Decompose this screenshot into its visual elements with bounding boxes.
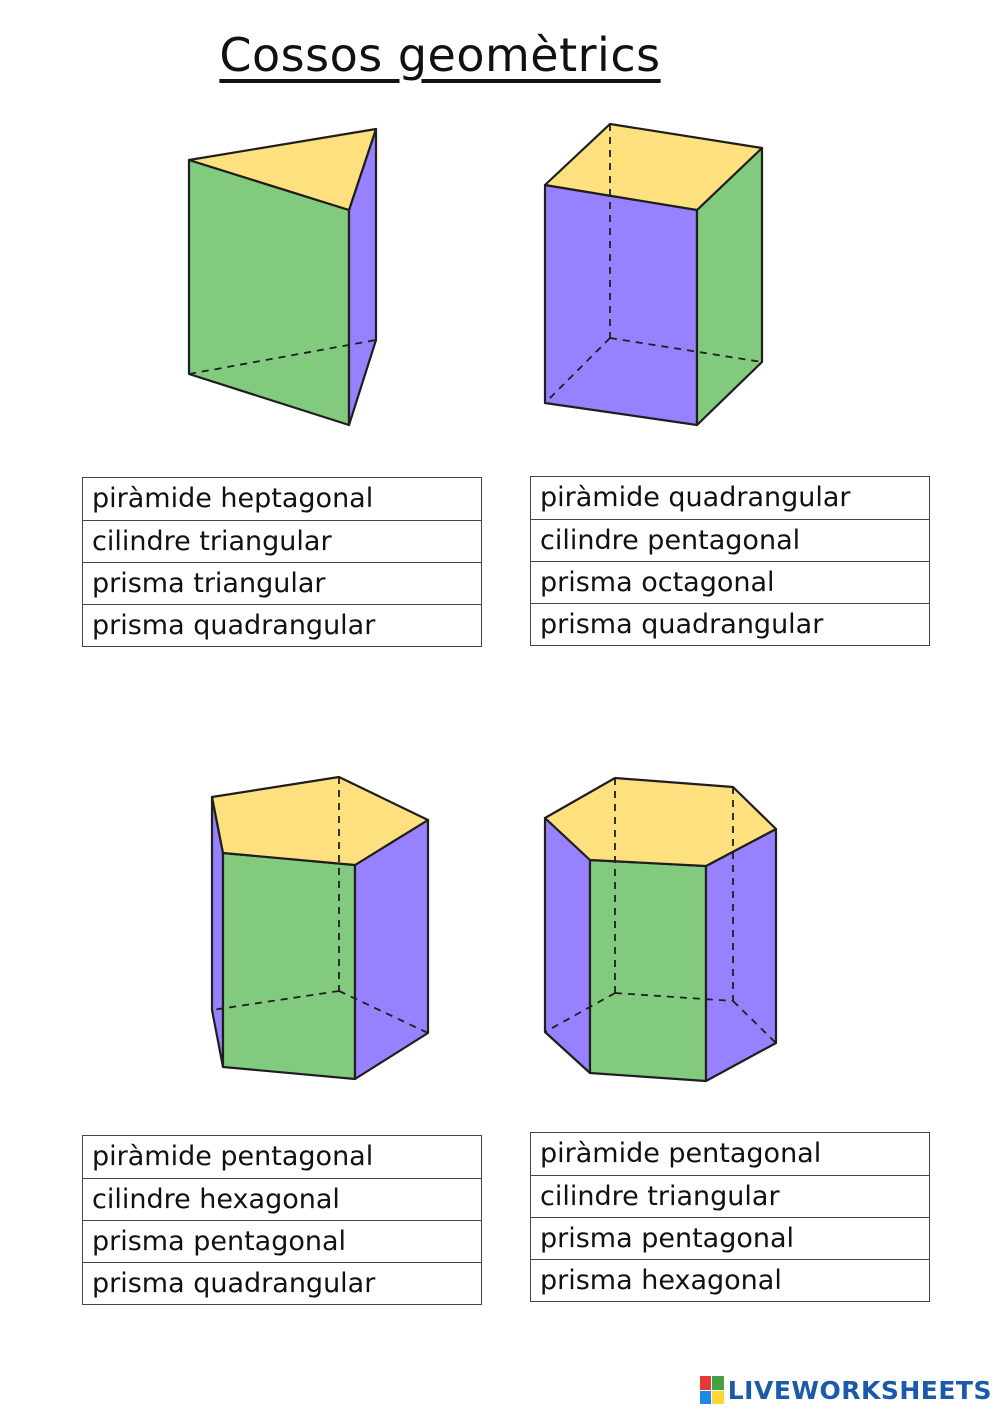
- option-4-2[interactable]: cilindre triangular: [531, 1175, 929, 1217]
- option-4-4[interactable]: prisma hexagonal: [531, 1259, 929, 1301]
- triangular-prism-top-face: [187, 127, 378, 212]
- option-3-1[interactable]: piràmide pentagonal: [92, 1141, 374, 1172]
- brand-name: LIVEWORKSHEETS: [727, 1375, 992, 1405]
- option-2-2[interactable]: cilindre pentagonal: [531, 519, 929, 561]
- option-4-1[interactable]: piràmide pentagonal: [540, 1138, 822, 1169]
- option-1-3[interactable]: prisma triangular: [83, 562, 481, 604]
- option-3-4[interactable]: prisma quadrangular: [83, 1262, 481, 1304]
- option-2-3[interactable]: prisma octagonal: [531, 561, 929, 603]
- hexagonal-prism-right-face: [704, 827, 778, 1083]
- hexagonal-prism-left-face: [543, 816, 592, 1075]
- option-2-4[interactable]: prisma quadrangular: [531, 603, 929, 645]
- option-1-2[interactable]: cilindre triangular: [83, 520, 481, 562]
- options-table-3: piràmide pentagonal cilindre hexagonal p…: [82, 1135, 482, 1305]
- hexagonal-prism-front-face: [588, 858, 708, 1083]
- option-3-2[interactable]: cilindre hexagonal: [83, 1178, 481, 1220]
- quadrangular-prism-top-face: [543, 122, 764, 212]
- brand-footer: LIVEWORKSHEETS: [699, 1375, 992, 1405]
- liveworksheets-logo-icon: [699, 1376, 724, 1404]
- options-table-2: piràmide quadrangular cilindre pentagona…: [530, 476, 930, 646]
- option-1-1[interactable]: piràmide heptagonal: [92, 483, 374, 514]
- option-2-1[interactable]: piràmide quadrangular: [540, 482, 851, 513]
- options-table-1: piràmide heptagonal cilindre triangular …: [82, 477, 482, 647]
- option-3-3[interactable]: prisma pentagonal: [83, 1220, 481, 1262]
- option-1-4[interactable]: prisma quadrangular: [83, 604, 481, 646]
- page-title: Cossos geomètrics: [219, 28, 661, 82]
- pentagonal-prism-top-face: [210, 775, 430, 867]
- options-table-4: piràmide pentagonal cilindre triangular …: [530, 1132, 930, 1302]
- option-4-3[interactable]: prisma pentagonal: [531, 1217, 929, 1259]
